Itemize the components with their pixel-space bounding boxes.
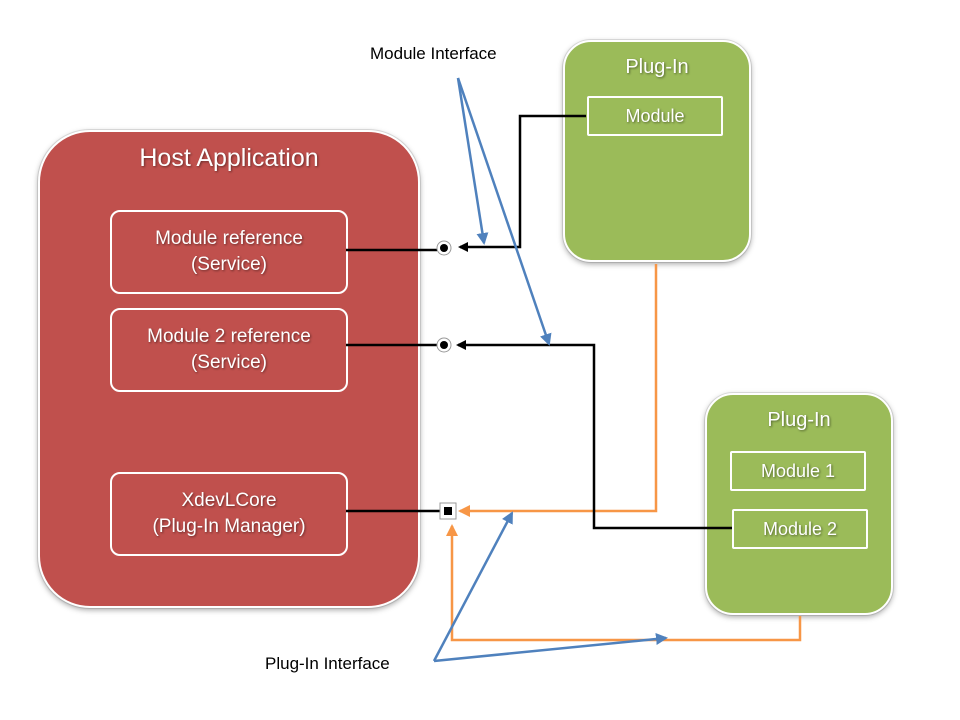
module-reference-sublabel: (Service) xyxy=(190,254,267,275)
plugin-1-interface-line xyxy=(458,264,658,517)
host-application: Host Application Module reference (Servi… xyxy=(38,130,420,608)
module-interface-arrow-1 xyxy=(456,77,489,245)
module-socket xyxy=(436,240,452,256)
xdevlcore-sublabel: (Plug-In Manager) xyxy=(152,516,306,537)
plugin-1-module-label: Module xyxy=(625,106,685,126)
module-reference-label: Module reference xyxy=(155,228,303,249)
module-2-reference-sublabel: (Service) xyxy=(190,352,267,373)
module-2-reference-service: Module 2 reference (Service) xyxy=(110,308,348,392)
xdevlcore-label: XdevLCore xyxy=(181,490,277,511)
module-2-reference-label: Module 2 reference xyxy=(147,326,311,347)
plugin-interface-arrow-2 xyxy=(433,633,668,663)
plugin-1-title: Plug-In xyxy=(625,56,689,78)
plugin-1-module: Module xyxy=(587,96,723,136)
plugin-2-module-1-label: Module 1 xyxy=(760,461,836,481)
plugin-manager-socket xyxy=(439,502,457,520)
module-interface-label: Module Interface xyxy=(370,44,497,63)
module-interface-arrow-2 xyxy=(456,77,552,346)
host-application-title: Host Application xyxy=(139,144,319,172)
plugin-2: Plug-In Module 1 Module 2 xyxy=(705,393,893,615)
plugin-1: Plug-In Module xyxy=(563,40,751,262)
plugin-interface-label: Plug-In Interface xyxy=(265,654,390,673)
plugin-interface-arrow-1 xyxy=(432,511,514,662)
module-2-socket xyxy=(436,337,452,353)
plugin-2-module-2: Module 2 xyxy=(732,509,868,549)
module-2-connector-line xyxy=(456,340,732,530)
plugin-2-module-1: Module 1 xyxy=(730,451,866,491)
xdevlcore-plugin-manager: XdevLCore (Plug-In Manager) xyxy=(110,472,348,556)
module-reference-service: Module reference (Service) xyxy=(110,210,348,294)
plugin-2-title: Plug-In xyxy=(767,409,831,431)
plugin-2-module-2-label: Module 2 xyxy=(762,519,838,539)
